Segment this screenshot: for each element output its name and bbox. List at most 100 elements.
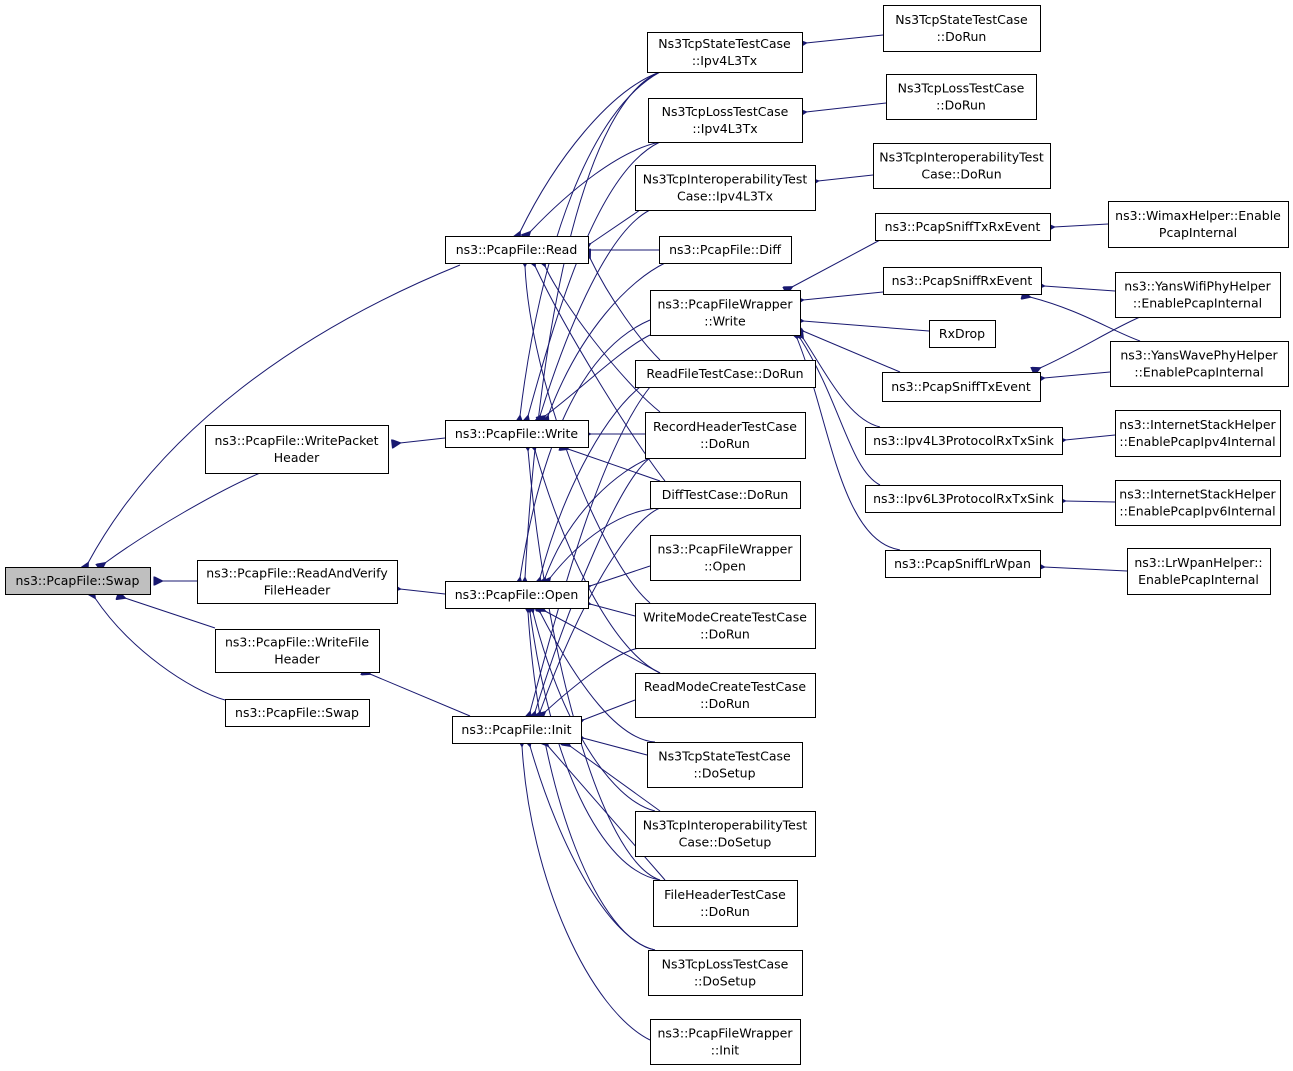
node-read[interactable]: ns3::PcapFile::Read [445,236,589,264]
node-sniff-txrx[interactable]: ns3::PcapSniffTxRxEvent [875,213,1051,241]
node-label: ::EnablePcapInternal [1133,296,1262,311]
node-ipv4-sink[interactable]: ns3::Ipv4L3ProtocolRxTxSink [865,427,1063,455]
node-label: Case::DoSetup [679,835,772,850]
node-label: Header [274,450,320,465]
node-sniff-tx[interactable]: ns3::PcapSniffTxEvent [882,372,1041,402]
edge-recordheader_dorun-calls-read [545,266,661,413]
edge-readmode_dorun-calls-init [583,699,636,720]
node-label: Case::Ipv4L3Tx [677,189,773,204]
node-label: ns3::PcapSniffRxEvent [892,273,1033,288]
node-write[interactable]: ns3::PcapFile::Write [445,420,589,448]
node-init[interactable]: ns3::PcapFile::Init [452,716,582,744]
edge-swap2-calls-swap_main [95,598,226,701]
node-label: ::EnablePcapIpv6Internal [1119,504,1275,519]
node-label: RecordHeaderTestCase [653,419,797,434]
node-label: ns3::WimaxHelper::Enable [1115,208,1281,223]
node-sniff-rx[interactable]: ns3::PcapSniffRxEvent [883,267,1042,295]
node-ipv6-sink[interactable]: ns3::Ipv6L3ProtocolRxTxSink [865,485,1063,513]
node-wrapper-init[interactable]: ns3::PcapFileWrapper::Init [650,1019,801,1065]
node-label: ns3::PcapFile::WriteFile [225,635,369,650]
node-state-dosetup[interactable]: Ns3TcpStateTestCase::DoSetup [647,742,803,788]
node-state-dorun[interactable]: Ns3TcpStateTestCase::DoRun [883,5,1041,52]
nodes: ns3::PcapFile::Swapns3::PcapFile::Readns… [5,5,1289,1065]
node-box [635,603,816,649]
node-ish-ipv4[interactable]: ns3::InternetStackHelper::EnablePcapIpv4… [1115,410,1281,457]
edge-difftest_dorun-calls-init [540,507,661,712]
node-box [645,412,806,459]
node-recordheader-dorun[interactable]: RecordHeaderTestCase::DoRun [645,412,806,459]
node-box [883,5,1041,52]
node-box [648,98,803,143]
edge-loss_dosetup-calls-init [530,746,656,951]
node-label: ns3::PcapSniffTxRxEvent [885,219,1041,234]
edge-readmode_dorun-calls-open [545,611,661,674]
node-box [882,372,1041,402]
node-diff[interactable]: ns3::PcapFile::Diff [659,236,792,264]
node-wrapper-open[interactable]: ns3::PcapFileWrapper::Open [650,535,801,581]
edge-readfile_dorun-calls-init [530,386,651,712]
node-loss-dorun[interactable]: Ns3TcpLossTestCase::DoRun [886,74,1037,120]
node-label: ns3::PcapFile::Open [455,587,579,602]
node-box [883,267,1042,295]
node-open[interactable]: ns3::PcapFile::Open [445,581,589,609]
edge-readfile_dorun-calls-open [540,386,641,578]
edge-yanswifi-calls-sniff_rx [1044,286,1116,292]
edge-state_l3tx-calls-read [520,71,661,232]
edge-wrapper_write-calls-write [545,334,651,416]
edge-readfile_dorun-calls-read [590,258,661,361]
node-box [886,74,1037,120]
node-label: ns3::YansWavePhyHelper [1120,348,1278,363]
node-box [650,290,801,336]
node-box [445,581,589,609]
node-label: ns3::PcapFile::WritePacket [214,433,378,448]
node-fileheader-dorun[interactable]: FileHeaderTestCase::DoRun [653,880,798,927]
node-readmode-dorun[interactable]: ReadModeCreateTestCase::DoRun [635,673,816,718]
node-label: ::DoRun [700,627,750,642]
node-swap2[interactable]: ns3::PcapFile::Swap [225,699,370,727]
node-box [1110,341,1289,387]
edge-writemode_dorun-calls-open [590,604,636,617]
node-label: ::EnablePcapInternal [1134,365,1263,380]
node-label: ::DoSetup [693,766,755,781]
node-readfile-dorun[interactable]: ReadFileTestCase::DoRun [635,360,816,388]
node-rxdrop[interactable]: RxDrop [929,320,996,348]
node-box [635,165,816,211]
node-ish-ipv6[interactable]: ns3::InternetStackHelper::EnablePcapIpv6… [1115,480,1281,526]
node-label: ::DoRun [936,98,986,113]
node-wimax[interactable]: ns3::WimaxHelper::EnablePcapInternal [1108,201,1289,248]
node-label: Ns3TcpStateTestCase [658,749,791,764]
edge-state_dorun-calls-state_l3tx [806,34,884,43]
node-yanswifi[interactable]: ns3::YansWifiPhyHelper::EnablePcapIntern… [1115,272,1281,318]
node-label: Ns3TcpLossTestCase [898,81,1025,96]
node-lrwpan[interactable]: ns3::LrWpanHelper::EnablePcapInternal [1127,548,1271,595]
node-box [659,236,792,264]
node-yanswave[interactable]: ns3::YansWavePhyHelper::EnablePcapIntern… [1110,341,1289,387]
edge-interop_dorun-calls-interop_l3tx [818,174,874,181]
node-label: ns3::PcapFileWrapper [657,1026,793,1041]
node-label: Ns3TcpLossTestCase [662,104,789,119]
edge-wrapper_init-calls-init [522,746,651,1041]
node-loss-dosetup[interactable]: Ns3TcpLossTestCase::DoSetup [648,950,803,996]
node-box [197,560,398,604]
node-box [865,427,1063,455]
node-loss-l3tx[interactable]: Ns3TcpLossTestCase::Ipv4L3Tx [648,98,803,143]
edge-write_packet_header-calls-swap_main [105,472,261,563]
node-box [5,567,151,595]
node-wrapper-write[interactable]: ns3::PcapFileWrapper::Write [650,290,801,336]
edge-difftest_dorun-calls-write [568,449,661,482]
node-writemode-dorun[interactable]: WriteModeCreateTestCase::DoRun [635,603,816,649]
node-difftest-dorun[interactable]: DiffTestCase::DoRun [650,481,801,509]
node-state-l3tx[interactable]: Ns3TcpStateTestCase::Ipv4L3Tx [647,32,803,73]
node-sniff-lrwpan[interactable]: ns3::PcapSniffLrWpan [885,550,1041,578]
node-label: RxDrop [939,326,985,341]
edge-init-calls-write_file_header [370,674,471,717]
node-box [647,742,803,788]
node-label: ::Init [711,1043,740,1058]
edge-ipv4_sink-calls-wrapper_write [803,338,881,428]
